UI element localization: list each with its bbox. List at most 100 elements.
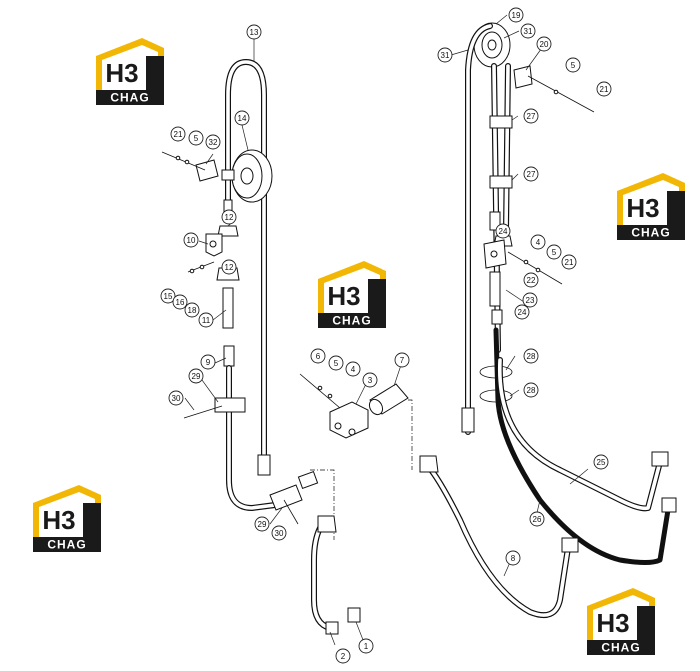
callout-circle <box>168 390 184 406</box>
callout-25: 25 <box>593 454 609 470</box>
bracket-20 <box>513 65 595 113</box>
callout-label: 11 <box>202 316 211 325</box>
callout-circle <box>160 288 176 304</box>
callout-circle <box>530 234 546 250</box>
callout-5: 5 <box>188 130 204 146</box>
callout-circle <box>310 348 326 364</box>
callout-23: 23 <box>522 292 538 308</box>
logo-word-text: CHAG <box>47 538 86 552</box>
callout-6: 6 <box>310 348 326 364</box>
callout-20: 20 <box>536 36 552 52</box>
hose-loop-13 <box>225 59 267 468</box>
bracket-32 <box>161 151 219 182</box>
watermark-logo: H3 CHAG <box>96 38 164 105</box>
logo-word-text: CHAG <box>601 641 640 655</box>
callout-8: 8 <box>505 550 521 566</box>
pulley-14 <box>221 149 273 203</box>
callout-31: 31 <box>437 47 453 63</box>
reel-19 <box>473 22 511 68</box>
callout-label: 32 <box>209 138 218 147</box>
callout-label: 22 <box>527 276 536 285</box>
callout-circle <box>523 272 539 288</box>
callout-circle <box>205 134 221 150</box>
callout-label: 31 <box>524 27 533 36</box>
callout-label: 23 <box>526 296 535 305</box>
watermark-logo: H3 CHAG <box>33 485 101 552</box>
hose-8 <box>419 455 579 618</box>
centerline <box>408 399 413 470</box>
callout-label: 4 <box>351 365 356 374</box>
callout-circle <box>358 638 374 654</box>
callout-label: 31 <box>441 51 450 60</box>
callout-circle <box>328 355 344 371</box>
callout-label: 29 <box>192 372 201 381</box>
callout-22: 22 <box>523 272 539 288</box>
right-fittings <box>461 211 563 433</box>
callout-31: 31 <box>520 23 536 39</box>
callout-circle <box>345 361 361 377</box>
callout-label: 1 <box>364 642 369 651</box>
callout-circle <box>520 23 536 39</box>
callout-label: 28 <box>527 352 536 361</box>
callout-label: 21 <box>565 258 574 267</box>
callout-circle <box>234 110 250 126</box>
callout-4: 4 <box>530 234 546 250</box>
callout-label: 21 <box>600 85 609 94</box>
callout-1: 1 <box>358 638 374 654</box>
callout-circle <box>246 24 262 40</box>
callout-14: 14 <box>234 110 250 126</box>
callout-circle <box>565 57 581 73</box>
callout-circle <box>495 223 511 239</box>
callout-circle <box>523 348 539 364</box>
callout-5: 5 <box>565 57 581 73</box>
callout-32: 32 <box>205 134 221 150</box>
callout-label: 9 <box>206 358 211 367</box>
logo-word-text: CHAG <box>332 314 371 328</box>
callout-label: 7 <box>400 356 405 365</box>
callout-9: 9 <box>200 354 216 370</box>
callout-label: 24 <box>499 227 508 236</box>
callout-19: 19 <box>508 7 524 23</box>
callout-7: 7 <box>394 352 410 368</box>
callout-2: 2 <box>335 648 351 664</box>
callout-label: 29 <box>258 520 267 529</box>
callout-3: 3 <box>362 372 378 388</box>
watermark-logo: H3 CHAG <box>318 261 386 328</box>
callout-30: 30 <box>271 525 287 541</box>
callout-29: 29 <box>188 368 204 384</box>
callout-label: 3 <box>368 376 373 385</box>
callout-circle <box>254 516 270 532</box>
callout-label: 30 <box>275 529 284 538</box>
hose-9 <box>183 365 319 525</box>
callout-circle <box>200 354 216 370</box>
callout-28: 28 <box>523 382 539 398</box>
callout-label: 20 <box>540 40 549 49</box>
watermark-logo: H3 CHAG <box>587 588 655 655</box>
clamp-28 <box>479 365 513 403</box>
callout-circle <box>523 166 539 182</box>
callout-15: 15 <box>160 288 176 304</box>
logo-mark-text: H3 <box>626 193 659 223</box>
callout-label: 27 <box>527 112 536 121</box>
callout-circle <box>172 294 188 310</box>
callout-4: 4 <box>345 361 361 377</box>
callout-11: 11 <box>198 312 214 328</box>
callout-circle <box>362 372 378 388</box>
callout-circle <box>536 36 552 52</box>
clamp-27 <box>489 115 513 189</box>
callout-30: 30 <box>168 390 184 406</box>
callout-12: 12 <box>221 259 237 275</box>
callout-label: 6 <box>316 352 321 361</box>
callout-label: 19 <box>512 11 521 20</box>
callout-label: 13 <box>250 28 259 37</box>
callout-label: 5 <box>334 359 339 368</box>
callout-18: 18 <box>184 302 200 318</box>
callout-circle <box>514 304 530 320</box>
callout-label: 14 <box>238 114 247 123</box>
callout-circle <box>188 130 204 146</box>
callout-circle <box>523 382 539 398</box>
callout-label: 18 <box>188 306 197 315</box>
callout-label: 28 <box>527 386 536 395</box>
callout-5: 5 <box>546 244 562 260</box>
